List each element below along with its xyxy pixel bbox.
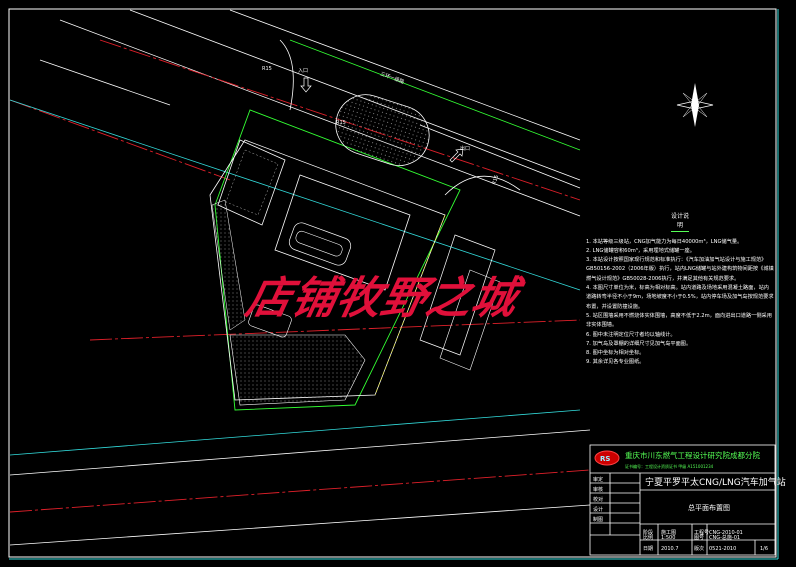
title-block	[589, 444, 776, 556]
note-item: 9. 其余详见各专业图纸。	[586, 359, 645, 366]
svg-text:阶段: 阶段	[643, 529, 653, 536]
svg-text:CNG-2010-01: CNG-2010-01	[709, 530, 743, 536]
svg-text:校对: 校对	[593, 496, 603, 503]
radius-label: R15	[491, 174, 500, 185]
lng-tank-area	[288, 222, 352, 266]
svg-text:图号: 图号	[694, 535, 704, 541]
svg-text:1:500: 1:500	[661, 535, 675, 541]
top-road	[39, 9, 581, 217]
note-item: 7. 加气岛及罩棚的详细尺寸见加气岛平面图。	[586, 340, 692, 347]
svg-text:审定: 审定	[593, 476, 603, 483]
svg-text:日期: 日期	[643, 546, 653, 552]
boundary-line	[289, 39, 581, 151]
company-name: 重庆市川东燃气工程设计研究院成都分院	[625, 450, 760, 460]
green-strip	[211, 199, 246, 331]
watermark: 店铺牧野之城	[241, 273, 523, 324]
svg-text:施工图: 施工图	[661, 529, 676, 536]
note-item: 1. 本站等级三级站，CNG加气能力为每日40000m³，LNG储气量。	[586, 238, 743, 245]
design-notes: 设计说明 1. 本站等级三级站，CNG加气能力为每日40000m³，LNG储气量…	[586, 212, 774, 368]
curb-curve	[279, 39, 294, 111]
company-logo	[594, 450, 620, 466]
svg-text:比例: 比例	[643, 534, 653, 541]
bottom-road	[9, 319, 591, 546]
centerline	[9, 99, 231, 181]
neighbor-building	[419, 234, 496, 356]
entrance-label: 入口	[298, 68, 308, 74]
company-certificate: 证书编号：工程设计资质证书 甲级 A151001234	[625, 463, 714, 469]
note-item: 8. 图中坐标为相对坐标。	[586, 350, 645, 357]
drawing-frame	[8, 8, 777, 558]
curb-curve	[444, 175, 521, 196]
neighbor-building-2	[439, 269, 501, 371]
drawing-title: 总平面布置图	[688, 503, 730, 512]
svg-text:工程号: 工程号	[694, 529, 709, 536]
traffic-island	[335, 94, 430, 166]
green-area	[229, 334, 366, 406]
radius-label: R15	[262, 66, 272, 72]
signature-labels: 审定 审核 校对 设计 制图	[593, 476, 603, 523]
radius-label: R15	[336, 120, 346, 126]
exit-label: 出口	[460, 145, 470, 152]
note-item: 3. 本站设计按照国家现行规范和标准执行：《汽车加油加气站设计与施工规范》GB5…	[586, 257, 774, 282]
svg-text:CNG-总施-01: CNG-总施-01	[709, 534, 740, 541]
note-item: 4. 本图尺寸单位为米，标高为相对标高。站内道路及场地采用混凝土路面，站内道路转…	[586, 285, 774, 310]
entrance-arrow-icon	[300, 77, 312, 93]
logo-text: RS	[600, 455, 610, 463]
note-item: 6. 图中未注明定位尺寸者均以轴线计。	[586, 331, 676, 338]
svg-text:2010.7: 2010.7	[661, 546, 679, 552]
station-building	[217, 139, 286, 226]
svg-text:版次: 版次	[694, 545, 704, 552]
equipment-pad	[248, 304, 292, 338]
svg-text:设计: 设计	[593, 506, 603, 513]
exit-arrow-icon	[449, 148, 464, 163]
svg-text:审核: 审核	[593, 486, 603, 493]
note-item: 2. LNG储罐容积60m³，采用埋地式储罐一座。	[586, 247, 695, 254]
north-arrow-icon	[676, 83, 714, 127]
building-inner	[225, 149, 279, 216]
svg-text:0521-2010: 0521-2010	[709, 546, 736, 552]
notes-heading: 设计说明	[671, 212, 689, 232]
road-name-label: 三环一级路	[379, 70, 405, 85]
yellow-line	[374, 214, 446, 396]
title-block-rows: 阶段 施工图 工程号 CNG-2010-01 比例 1:500 图号 CNG-总…	[643, 529, 768, 552]
project-name: 宁夏平罗平太CNG/LNG汽车加气站	[645, 476, 786, 488]
cyan-line	[9, 99, 581, 291]
svg-text:制图: 制图	[593, 516, 603, 523]
svg-text:1/6: 1/6	[760, 546, 768, 552]
lng-tank	[295, 230, 343, 257]
note-item: 5. 站区围墙采用不燃烧体实体围墙，高度不低于2.2m，面向进出口道路一侧采用非…	[586, 312, 772, 329]
canopy	[274, 174, 411, 291]
